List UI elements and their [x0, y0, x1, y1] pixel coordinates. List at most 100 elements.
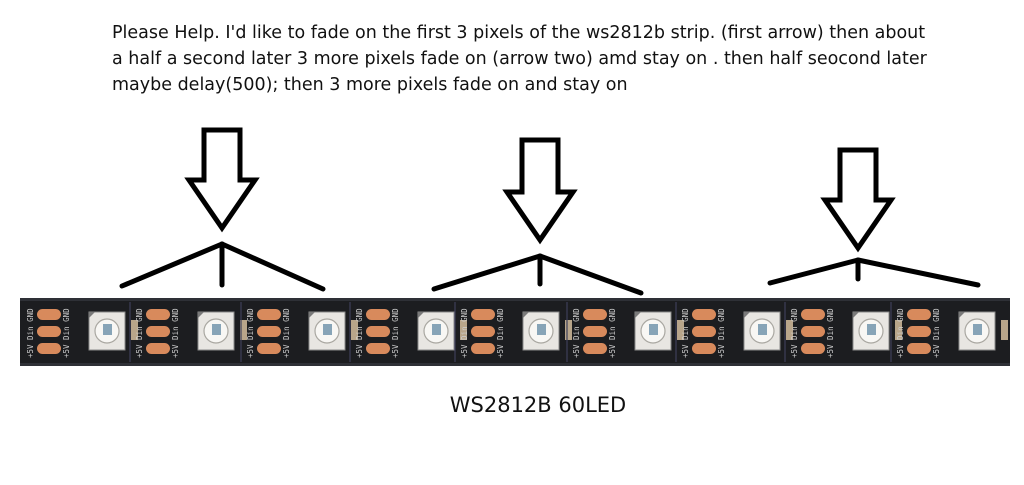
- solder-pad: [146, 326, 170, 337]
- solder-pad: [907, 326, 931, 337]
- led-corner-mark: [418, 312, 424, 318]
- pin-labels-out: +5V Din GND: [826, 308, 835, 358]
- capacitor: [240, 320, 247, 340]
- led-pixel-6: +5V Din GND +5V Din GND: [566, 302, 684, 362]
- led-strip: +5V Din GND+5V Din GND+5V Din GND+5V Din…: [20, 298, 1010, 366]
- led-pixel-3: +5V Din GND +5V Din GND: [240, 302, 358, 362]
- led-corner-mark: [309, 312, 315, 318]
- solder-pad: [366, 309, 390, 320]
- pin-labels: +5V Din GND: [460, 308, 469, 358]
- question-line-2: a half a second later 3 more pixels fade…: [112, 49, 927, 69]
- solder-pad: [146, 343, 170, 354]
- led-die: [758, 324, 767, 335]
- capacitor: [786, 320, 793, 340]
- solder-pad: [257, 343, 281, 354]
- solder-pad: [907, 309, 931, 320]
- third-arrow: [767, 147, 981, 288]
- led-pixel-9: +5V Din GND +5V Din GND: [890, 302, 1008, 362]
- down-arrow-icon: [820, 147, 896, 253]
- solder-pad: [692, 309, 716, 320]
- solder-pad: [146, 309, 170, 320]
- fan-line-right: [855, 257, 981, 288]
- led-pixel-8: +5V Din GND +5V Din GND: [784, 302, 902, 362]
- pin-labels-out: +5V Din GND: [932, 308, 941, 358]
- capacitor: [460, 320, 467, 340]
- led-die: [432, 324, 441, 335]
- strip-edge-bottom: [20, 363, 1010, 366]
- capacitor: [565, 320, 572, 340]
- solder-pad: [801, 343, 825, 354]
- pin-labels: +5V Din GND: [572, 308, 581, 358]
- capacitor: [895, 320, 902, 340]
- solder-pad: [471, 326, 495, 337]
- pin-labels: +5V Din GND: [246, 308, 255, 358]
- pin-labels: +5V Din GND: [896, 308, 905, 358]
- capacitor: [677, 320, 684, 340]
- led-corner-mark: [523, 312, 529, 318]
- strip-caption-text: WS2812B 60LED: [449, 393, 627, 417]
- strip-edge-top: [20, 298, 1010, 301]
- led-die: [973, 324, 982, 335]
- solder-pad: [583, 309, 607, 320]
- second-arrow: [431, 137, 644, 296]
- strip-board: [20, 298, 1010, 366]
- led-pixel-5: +5V Din GND +5V Din GND: [454, 302, 572, 362]
- arrows-layer: [119, 127, 981, 296]
- led-pixel-7: +5V Din GND +5V Din GND: [675, 302, 793, 362]
- led-pixel-1: +5V Din GND +5V Din GND: [26, 308, 138, 358]
- solder-pad: [37, 309, 61, 320]
- fan-line-left: [431, 253, 543, 292]
- capacitor: [351, 320, 358, 340]
- fan-line-left: [767, 257, 861, 286]
- led-die: [323, 324, 332, 335]
- solder-pad: [801, 309, 825, 320]
- pin-labels-out: +5V Din GND: [282, 308, 291, 358]
- solder-pad: [37, 343, 61, 354]
- pin-labels-out: +5V Din GND: [171, 308, 180, 358]
- solder-pad: [583, 326, 607, 337]
- led-die: [537, 324, 546, 335]
- pin-labels: +5V Din GND: [681, 308, 690, 358]
- pin-labels: +5V Din GND: [135, 308, 144, 358]
- led-die: [212, 324, 221, 335]
- pin-labels-out: +5V Din GND: [62, 308, 71, 358]
- pin-labels-out: +5V Din GND: [391, 308, 400, 358]
- led-corner-mark: [198, 312, 204, 318]
- solder-pad: [257, 326, 281, 337]
- pin-labels: +5V Din GND: [790, 308, 799, 358]
- question-text: Please Help. I'd like to fade on the fir…: [112, 20, 992, 98]
- solder-pad: [692, 326, 716, 337]
- pin-labels-out: +5V Din GND: [717, 308, 726, 358]
- solder-pad: [366, 343, 390, 354]
- solder-pad: [366, 326, 390, 337]
- led-die: [649, 324, 658, 335]
- led-corner-mark: [89, 312, 95, 318]
- solder-pad: [471, 343, 495, 354]
- fan-line-right: [537, 253, 644, 296]
- solder-pad: [257, 309, 281, 320]
- pin-labels: +5V Din GND: [26, 308, 35, 358]
- fan-line-left: [119, 241, 225, 289]
- led-corner-mark: [635, 312, 641, 318]
- strip-caption: WS2812B 60LED: [0, 393, 1024, 417]
- led-corner-mark: [959, 312, 965, 318]
- led-corner-mark: [853, 312, 859, 318]
- solder-pad: [801, 326, 825, 337]
- solder-pad: [907, 343, 931, 354]
- led-corner-mark: [744, 312, 750, 318]
- question-line-3: maybe delay(500); then 3 more pixels fad…: [112, 75, 628, 95]
- down-arrow-icon: [502, 137, 578, 245]
- capacitor: [1001, 320, 1008, 340]
- led-pixel-4: +5V Din GND +5V Din GND: [349, 302, 467, 362]
- solder-pad: [471, 309, 495, 320]
- led-die: [103, 324, 112, 335]
- led-die: [867, 324, 876, 335]
- pin-labels-out: +5V Din GND: [496, 308, 505, 358]
- solder-pad: [692, 343, 716, 354]
- down-arrow-icon: [184, 127, 260, 233]
- pin-labels: +5V Din GND: [355, 308, 364, 358]
- first-arrow: [119, 127, 326, 292]
- capacitor: [131, 320, 138, 340]
- pin-labels-out: +5V Din GND: [608, 308, 617, 358]
